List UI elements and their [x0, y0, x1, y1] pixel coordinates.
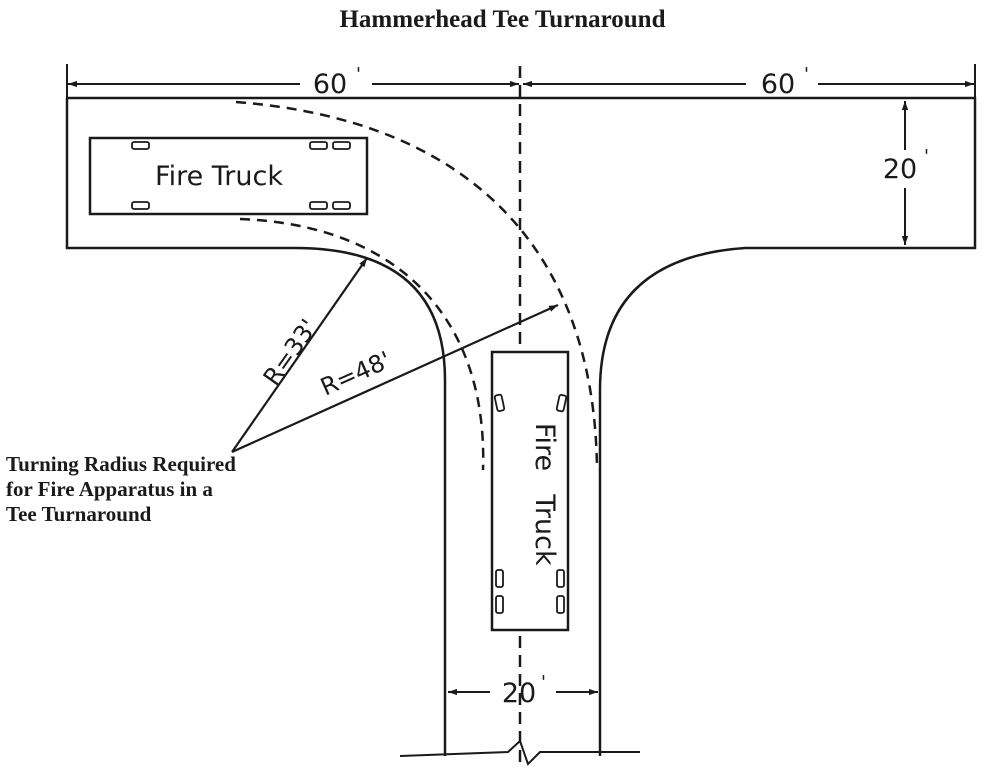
- stem-width-prime: ': [541, 672, 546, 693]
- dimension-label-left: 60: [313, 69, 347, 100]
- dimension-label-right: 60: [761, 69, 795, 100]
- radius-lines: [231, 257, 559, 454]
- turning-radius-caption: Turning Radius Required for Fire Apparat…: [6, 452, 306, 527]
- inner-radius-line: [231, 257, 368, 453]
- top-dimension: [66, 64, 976, 100]
- inner-radius-label: R=33': [258, 314, 323, 391]
- top-fire-truck: Fire Truck: [88, 136, 369, 216]
- dimension-prime-right: ': [804, 64, 809, 85]
- road-break-line: [399, 739, 640, 766]
- top-truck-wheels: [131, 141, 351, 210]
- stem-truck-label-line2: Truck: [529, 493, 560, 566]
- stem-truck-wheels: [493, 393, 568, 614]
- caption-line-2: for Fire Apparatus in a: [6, 477, 213, 501]
- stem-truck-label-group: Fire Truck: [529, 423, 560, 566]
- stem-truck-body: [490, 350, 570, 632]
- diagram-title: Hammerhead Tee Turnaround: [339, 6, 666, 33]
- top-dimension-labels: 60 ' 60 ': [313, 64, 809, 100]
- outer-radius-line: [231, 303, 559, 454]
- head-depth-label: 20: [883, 154, 917, 185]
- dimension-prime-left: ': [356, 64, 361, 85]
- caption-line-3: Tee Turnaround: [6, 502, 152, 526]
- top-truck-label: Fire Truck: [155, 161, 283, 192]
- stem-width-label: 20: [502, 678, 536, 709]
- stem-fire-truck: Fire Truck: [490, 350, 570, 632]
- outer-turning-path: [235, 100, 599, 471]
- outer-radius-label: R=48': [316, 346, 395, 402]
- caption-line-1: Turning Radius Required: [6, 452, 236, 476]
- head-depth-prime: ': [924, 146, 929, 167]
- stem-truck-label-line1: Fire: [529, 423, 560, 471]
